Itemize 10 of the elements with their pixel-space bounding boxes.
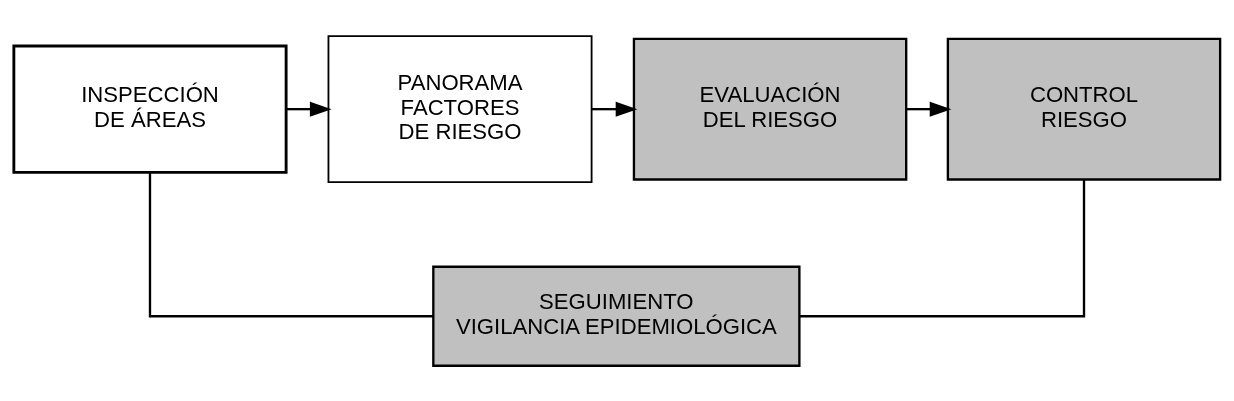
node-box: SEGUIMIENTO VIGILANCIA EPIDEMIOLÓGICA [432,265,801,367]
connector [799,179,1086,317]
node-box: CONTROL RIESGO [946,37,1222,181]
arrow [906,101,952,117]
node-box: INSPECCIÓN DE ÁREAS [12,44,288,174]
node-box: PANORAMA FACTORES DE RIESGO [327,34,593,183]
arrow [286,101,332,117]
connector [148,171,434,317]
arrow [591,101,638,117]
node-box: EVALUACIÓN DEL RIESGO [632,37,908,181]
